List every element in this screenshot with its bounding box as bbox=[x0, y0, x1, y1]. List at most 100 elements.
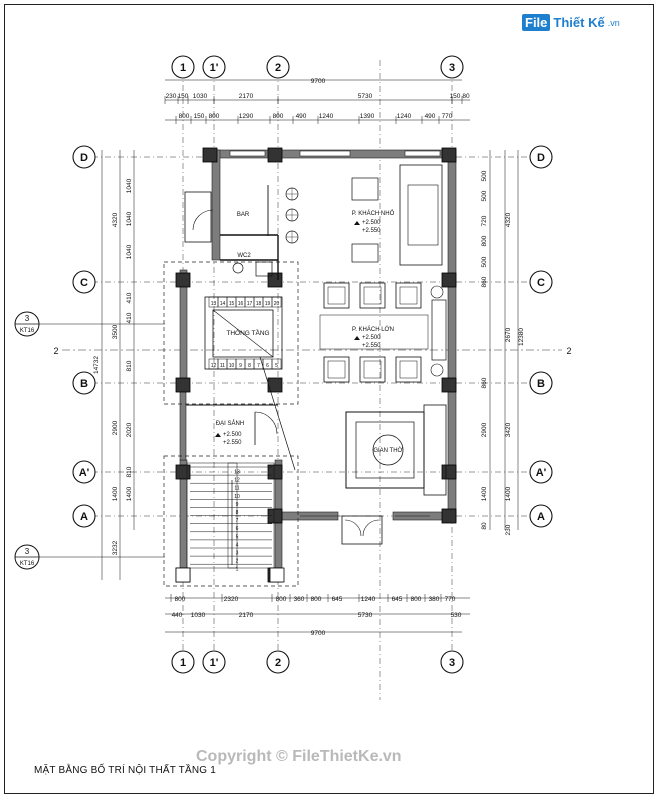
dim-top-row1: 150 bbox=[450, 93, 461, 100]
wc-basin bbox=[255, 261, 273, 277]
door-swing bbox=[192, 209, 214, 231]
stair-number: 11 bbox=[220, 363, 225, 369]
stair-number: 15 bbox=[229, 301, 235, 307]
grid-bubble-top-label: 1' bbox=[210, 62, 219, 74]
grid-bubble-left bbox=[72, 371, 96, 395]
dim-top-row1: 230 bbox=[166, 93, 177, 100]
grid-bubble-left bbox=[72, 145, 96, 169]
section-marker-number: 3 bbox=[25, 314, 30, 323]
dim-right-outer: 12380 bbox=[518, 328, 525, 346]
dim-top-total: 9700 bbox=[311, 78, 326, 85]
armchair bbox=[359, 282, 386, 309]
dim-top-row2: 770 bbox=[442, 113, 453, 120]
stair-number: 6 bbox=[266, 363, 269, 369]
dim-left-inner: 1040 bbox=[126, 178, 133, 193]
grid-bubble-top bbox=[440, 55, 464, 79]
grid-bubble-bottom-label: 1 bbox=[180, 657, 186, 669]
grid-bubble-top bbox=[266, 55, 290, 79]
column bbox=[441, 508, 457, 524]
stair-number: 17 bbox=[247, 301, 253, 307]
window bbox=[404, 150, 441, 157]
watermark: Copyright © FileThietKe.vn bbox=[196, 748, 402, 765]
grid-bubble-bottom-label: 2 bbox=[275, 657, 281, 669]
stair-number: 7 bbox=[257, 363, 260, 369]
sofa-l bbox=[399, 164, 443, 266]
armchair bbox=[395, 282, 422, 309]
grid-bubble-left-label: B bbox=[80, 378, 88, 390]
armchair-seat bbox=[327, 286, 346, 305]
dim-top-row1: 2170 bbox=[239, 93, 254, 100]
column bbox=[269, 567, 285, 583]
grid-bubble-top bbox=[171, 55, 195, 79]
dim-right-inner: 860 bbox=[481, 276, 488, 287]
living-small-marker bbox=[354, 221, 360, 225]
column bbox=[175, 567, 191, 583]
void-diagonal bbox=[212, 309, 274, 358]
hall-level-1: +2.500 bbox=[223, 432, 242, 438]
stair-void bbox=[212, 309, 274, 358]
room-label-wc: WC2 bbox=[237, 253, 251, 259]
dim-top-row2: 490 bbox=[425, 113, 436, 120]
dim-left-inner: 2020 bbox=[126, 422, 133, 437]
grid-bubble-left-label: A' bbox=[79, 467, 90, 479]
dim-left-mid: 4320 bbox=[112, 212, 119, 227]
dim-top-row2: 1240 bbox=[397, 113, 412, 120]
stair-number: 13 bbox=[211, 301, 217, 307]
stair-number: 8 bbox=[248, 363, 251, 369]
grid-bubble-top bbox=[202, 55, 226, 79]
armchair bbox=[323, 282, 350, 309]
column bbox=[441, 464, 457, 480]
dim-left-inner: 1400 bbox=[126, 486, 133, 501]
stair-void-boundary bbox=[163, 261, 299, 405]
dim-right-inner: 80 bbox=[481, 522, 488, 530]
grid-bubble-left bbox=[72, 270, 96, 294]
dim-left-outer: 14732 bbox=[93, 356, 100, 374]
section-line-label-right: 2 bbox=[566, 346, 571, 356]
armchair bbox=[351, 177, 379, 201]
living-small-level-2: +2.550 bbox=[362, 228, 381, 234]
dim-bottom-row1: 360 bbox=[294, 596, 305, 603]
stair-number: 5 bbox=[275, 363, 278, 369]
grid-bubble-bottom bbox=[171, 650, 195, 674]
grid-bubble-left-label: A bbox=[80, 511, 88, 523]
grid-bubble-right bbox=[529, 460, 553, 484]
dim-left-inner: 810 bbox=[126, 360, 133, 371]
stair-number: 10 bbox=[229, 363, 235, 369]
armchair-seat bbox=[399, 360, 418, 379]
dim-right-inner: 800 bbox=[481, 235, 488, 246]
armchair-seat bbox=[399, 286, 418, 305]
dim-right-inner: 500 bbox=[481, 170, 488, 181]
dim-bottom-row1: 800 bbox=[276, 596, 287, 603]
dim-top-row2: 800 bbox=[179, 113, 190, 120]
dim-top-row2: 800 bbox=[273, 113, 284, 120]
armchair-seat bbox=[363, 286, 382, 305]
dim-top-row1: 5730 bbox=[358, 93, 373, 100]
stair-flight-right bbox=[227, 462, 275, 569]
column bbox=[175, 272, 191, 288]
dim-bottom-row1: 645 bbox=[392, 596, 403, 603]
section-marker-sheet: KT16 bbox=[20, 328, 35, 334]
stair-flight-left bbox=[186, 462, 238, 569]
stair-number: 14 bbox=[220, 301, 226, 307]
dim-bottom-row1: 800 bbox=[175, 596, 186, 603]
grid-bubble-top-label: 3 bbox=[449, 62, 455, 74]
dim-top-row2: 490 bbox=[296, 113, 307, 120]
dim-right-mid: 4320 bbox=[505, 212, 512, 227]
room-label-living-small: P. KHÁCH NHỎ bbox=[352, 210, 395, 217]
dim-bottom-row2: 530 bbox=[451, 612, 462, 619]
dim-bottom-row1: 645 bbox=[332, 596, 343, 603]
dim-bottom-row2: 2170 bbox=[239, 612, 254, 619]
stair-number: 19 bbox=[265, 301, 271, 307]
living-large-level-2: +2.550 bbox=[362, 343, 381, 349]
column bbox=[202, 147, 218, 163]
altar-cabinet bbox=[423, 404, 447, 496]
entrance-bay bbox=[341, 515, 383, 545]
dim-bottom-row1: 2320 bbox=[224, 596, 239, 603]
armchair-seat bbox=[363, 360, 382, 379]
dim-bottom-row1: 380 bbox=[429, 596, 440, 603]
grid-bubble-right bbox=[529, 145, 553, 169]
column bbox=[441, 272, 457, 288]
logo-tld: .vn bbox=[607, 17, 620, 28]
living-small-level-1: +2.500 bbox=[362, 220, 381, 226]
